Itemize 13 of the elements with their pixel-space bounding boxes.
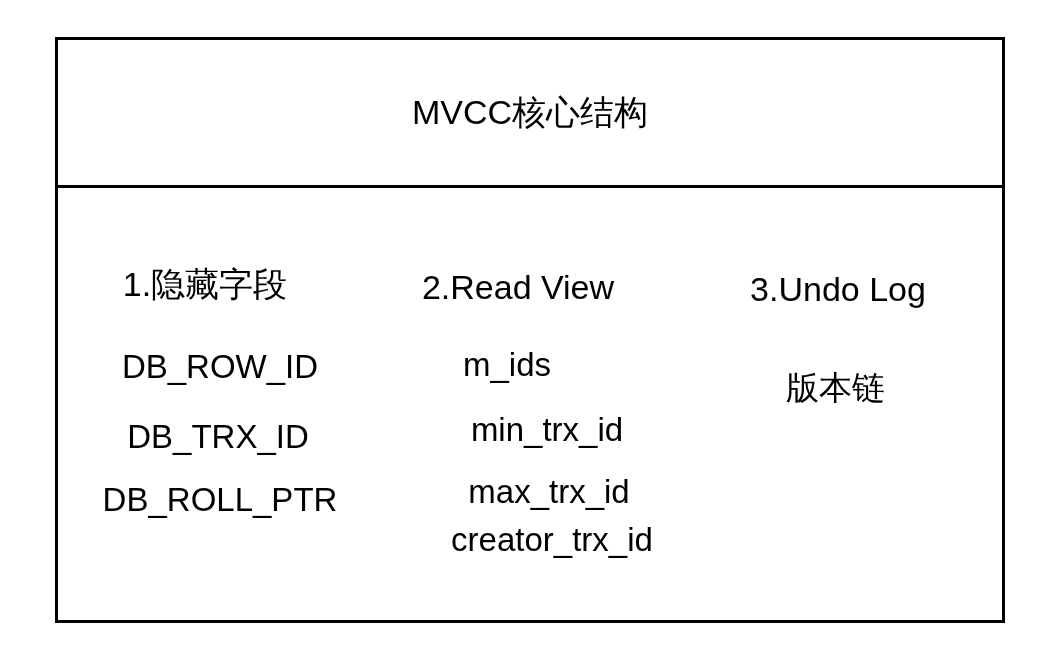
field-name: DB_ROLL_PTR	[102, 481, 338, 519]
field-name: creator_trx_id	[451, 521, 653, 559]
field-name: DB_TRX_ID	[127, 418, 309, 456]
list-item: 版本链	[785, 367, 885, 408]
column-heading: 2.Read View	[421, 267, 615, 307]
column-heading: 1.隐藏字段	[122, 264, 288, 305]
structure-box	[55, 37, 1005, 623]
field-name: max_trx_id	[468, 473, 630, 511]
field-name: DB_ROW_ID	[121, 348, 319, 386]
column-heading: 3.Undo Log	[750, 269, 926, 309]
box-title: MVCC核心结构	[411, 91, 649, 133]
field-name: min_trx_id	[470, 411, 624, 449]
field-name: m_ids	[463, 346, 551, 384]
